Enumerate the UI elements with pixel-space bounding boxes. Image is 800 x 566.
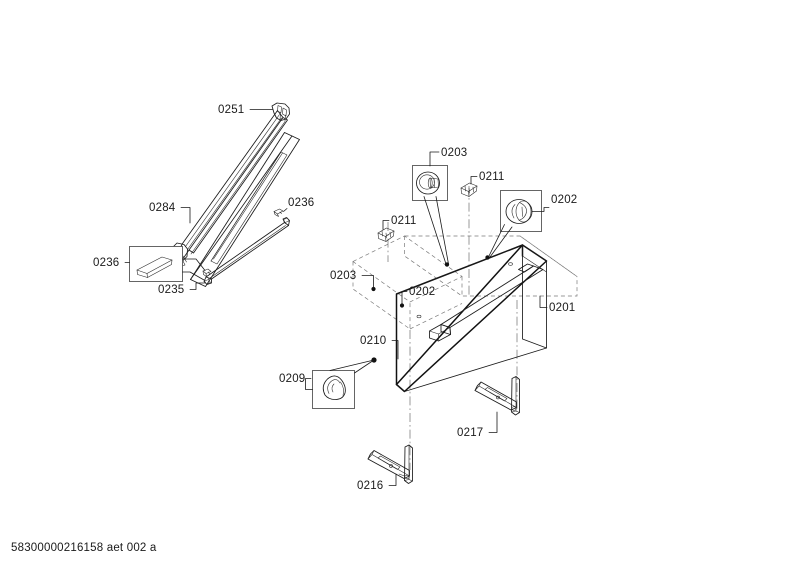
- callout-0202-panel-label: 0202: [409, 286, 435, 298]
- detail-box-0203: [412, 165, 450, 267]
- part-0251-top-rail: [171, 102, 290, 267]
- callout-0235: 0235: [158, 282, 205, 296]
- callout-0203-top-label: 0203: [441, 147, 467, 159]
- callout-0209: 0209: [279, 373, 313, 390]
- callout-0216: 0216: [357, 473, 397, 492]
- detail-box-0209: [312, 359, 375, 409]
- callout-0202-box: 0202: [531, 194, 577, 212]
- callout-0216-label: 0216: [357, 480, 383, 492]
- callout-0236-left-label: 0236: [93, 257, 119, 269]
- footer-document-id: 58300000216158 aet 002 a: [11, 542, 157, 554]
- ghost-assembly-outline: [352, 235, 578, 330]
- part-0217-hinge-right: [474, 376, 520, 416]
- callout-0203-left-label: 0203: [330, 270, 356, 282]
- callout-0201-label: 0201: [549, 302, 575, 314]
- callout-0236-right-label: 0236: [288, 197, 314, 209]
- part-0216-hinge-left: [367, 444, 413, 484]
- callout-0203-left: 0203: [330, 270, 374, 290]
- callout-0235-label: 0235: [158, 284, 184, 296]
- callout-0201: 0201: [539, 295, 575, 314]
- callout-0202-box-label: 0202: [551, 194, 577, 206]
- part-0236-clip-upper: [273, 208, 284, 217]
- callout-0211-left: 0211: [382, 215, 417, 230]
- callout-0251-label: 0251: [218, 104, 244, 116]
- callout-0211-right: 0211: [470, 171, 505, 185]
- part-0201-outer-door-panel: [395, 244, 548, 393]
- part-0235-handle-bar: [202, 217, 290, 285]
- callout-0284: 0284: [149, 202, 191, 224]
- callout-0217: 0217: [457, 411, 498, 439]
- callout-0236-right: 0236: [283, 197, 314, 212]
- callout-0211-left-label: 0211: [391, 215, 417, 227]
- part-0284-inner-glass-panel: [190, 132, 300, 287]
- callout-0211-right-label: 0211: [479, 171, 505, 183]
- part-0211-clip-right: [460, 182, 478, 197]
- detail-box-0236: [129, 246, 206, 282]
- callout-0236-left: 0236: [93, 257, 130, 269]
- callout-0209-label: 0209: [279, 373, 305, 385]
- detail-box-0202: [485, 190, 542, 260]
- callout-0284-label: 0284: [149, 202, 176, 214]
- callout-0210-label: 0210: [360, 335, 386, 347]
- part-0211-clip-left: [377, 227, 395, 242]
- centerlines: [387, 186, 518, 470]
- callout-0217-label: 0217: [457, 427, 483, 439]
- callout-0203-top: 0203: [429, 147, 467, 167]
- callout-0202-panel: 0202: [401, 286, 435, 306]
- attach-points: [371, 286, 405, 363]
- callout-0210: 0210: [360, 335, 399, 360]
- callout-0251: 0251: [218, 104, 273, 116]
